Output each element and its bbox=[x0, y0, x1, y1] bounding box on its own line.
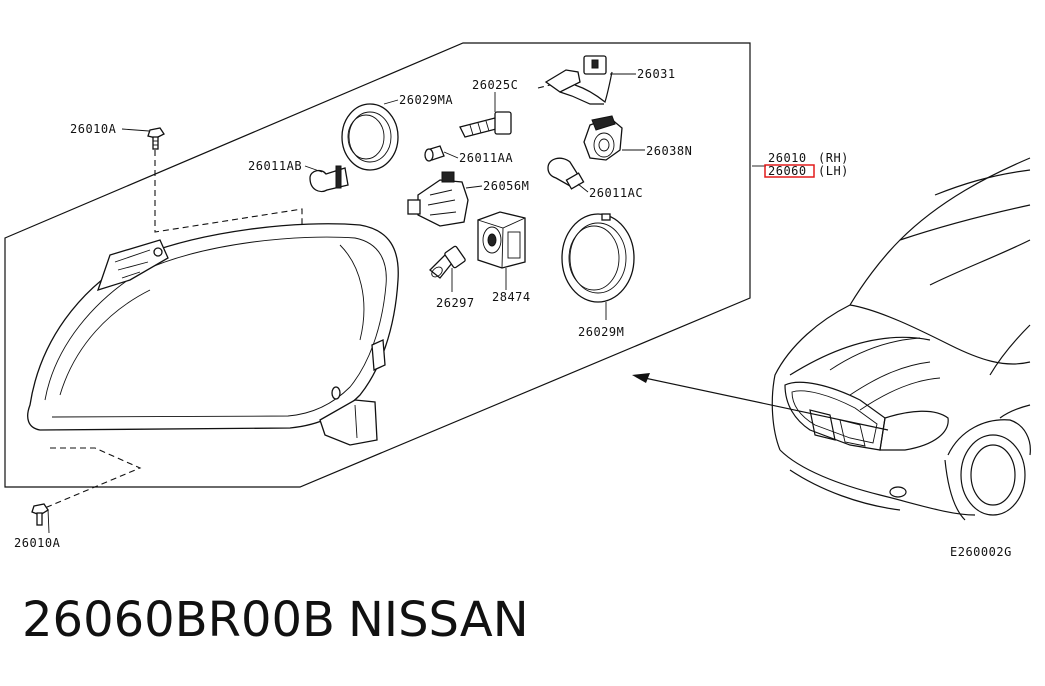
part-number-caption: 26060BR00B bbox=[22, 592, 335, 648]
label-26025C: 26025C bbox=[472, 78, 518, 92]
hid-bulb-icon bbox=[429, 245, 466, 279]
brand-caption: NISSAN bbox=[348, 592, 529, 648]
label-26060: 26060 bbox=[768, 164, 807, 178]
label-26056M: 26056M bbox=[483, 179, 529, 193]
bulb-icon bbox=[309, 165, 349, 193]
label-rh: (RH) bbox=[818, 151, 849, 165]
label-26011AA: 26011AA bbox=[459, 151, 513, 165]
label-26297: 26297 bbox=[436, 296, 475, 310]
vehicle-front-illustration bbox=[771, 157, 1031, 521]
socket-icon bbox=[583, 115, 623, 161]
location-arrow bbox=[632, 373, 889, 431]
bolt-bottom-leader bbox=[39, 447, 142, 511]
socket-icon bbox=[459, 111, 512, 138]
label-26029M: 26029M bbox=[578, 325, 624, 339]
ballast-icon bbox=[477, 211, 526, 269]
label-26038N: 26038N bbox=[646, 144, 692, 158]
exploded-view-frame bbox=[4, 42, 751, 488]
label-26029MA: 26029MA bbox=[399, 93, 453, 107]
bulb-icon bbox=[424, 145, 445, 162]
label-26010A-bottom: 26010A bbox=[14, 536, 61, 550]
bulb-icon bbox=[547, 157, 585, 190]
wire-harness-icon bbox=[537, 55, 613, 105]
label-28474: 28474 bbox=[492, 290, 531, 304]
diagram-reference: E260002G bbox=[950, 545, 1012, 559]
label-lh: (LH) bbox=[818, 164, 849, 178]
leveling-actuator-icon bbox=[407, 171, 469, 227]
headlamp-housing bbox=[27, 223, 399, 446]
bolt-top-leader bbox=[154, 150, 303, 233]
label-26011AB: 26011AB bbox=[248, 159, 302, 173]
part-highlight-box bbox=[764, 164, 815, 178]
bolt-icon bbox=[147, 127, 165, 150]
seal-ring-icon bbox=[561, 213, 635, 303]
label-26010A-top: 26010A bbox=[70, 122, 117, 136]
label-26011AC: 26011AC bbox=[589, 186, 643, 200]
label-26031: 26031 bbox=[637, 67, 676, 81]
seal-ring-icon bbox=[341, 103, 399, 171]
bolt-icon bbox=[31, 503, 49, 526]
label-26010: 26010 bbox=[768, 151, 807, 165]
